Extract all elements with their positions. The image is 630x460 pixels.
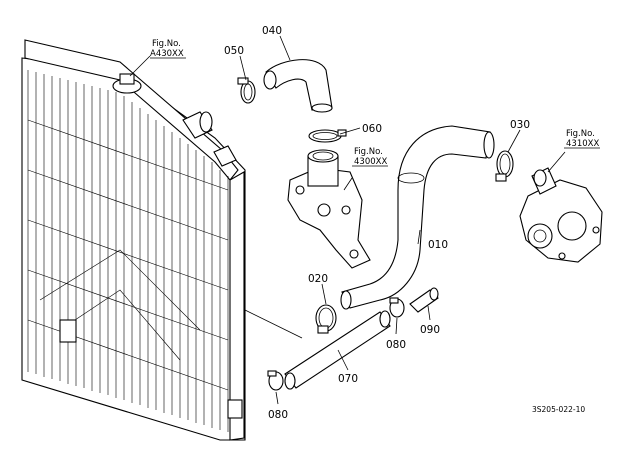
fig-ref-pump-label: Fig.No. xyxy=(566,129,595,139)
label-070: 070 xyxy=(338,373,358,385)
label-030: 030 xyxy=(510,119,530,131)
pipe-090 xyxy=(409,287,439,313)
leader-lines xyxy=(129,35,566,405)
clamp-020 xyxy=(315,304,337,334)
thermostat-housing xyxy=(287,149,371,269)
drawing-code: 3S205-022-10 xyxy=(532,405,585,414)
hose-070 xyxy=(284,310,391,390)
fig-ref-radiator-no: A430XX xyxy=(150,49,184,59)
clamp-030 xyxy=(495,150,514,182)
label-010: 010 xyxy=(428,239,448,251)
hose-040 xyxy=(263,59,333,113)
fig-ref-thermostat[interactable]: Fig.No. 4300XX xyxy=(352,147,388,167)
clamp-050 xyxy=(237,77,256,104)
label-050: 050 xyxy=(224,45,244,57)
water-pump xyxy=(519,167,603,263)
fig-ref-radiator[interactable]: Fig.No. A430XX xyxy=(150,39,186,59)
routing-line xyxy=(244,309,303,339)
label-080-upper: 080 xyxy=(386,339,406,351)
clamp-080-lower xyxy=(267,370,284,391)
fig-ref-radiator-label: Fig.No. xyxy=(152,39,181,49)
label-080-lower: 080 xyxy=(268,409,288,421)
fig-ref-thermostat-no: 4300XX xyxy=(354,157,387,167)
label-060: 060 xyxy=(362,123,382,135)
label-040: 040 xyxy=(262,25,282,37)
clamp-060 xyxy=(308,129,347,143)
hose-010 xyxy=(340,125,495,310)
radiator xyxy=(21,39,246,441)
label-020: 020 xyxy=(308,273,328,285)
fig-ref-thermostat-label: Fig.No. xyxy=(354,147,383,157)
radiator-filler-cap xyxy=(112,73,142,94)
radiator-core xyxy=(27,70,229,432)
label-090: 090 xyxy=(420,324,440,336)
fig-ref-pump[interactable]: Fig.No. 4310XX xyxy=(564,129,600,149)
fig-ref-pump-no: 4310XX xyxy=(566,139,599,149)
clamp-080-upper xyxy=(389,297,405,318)
